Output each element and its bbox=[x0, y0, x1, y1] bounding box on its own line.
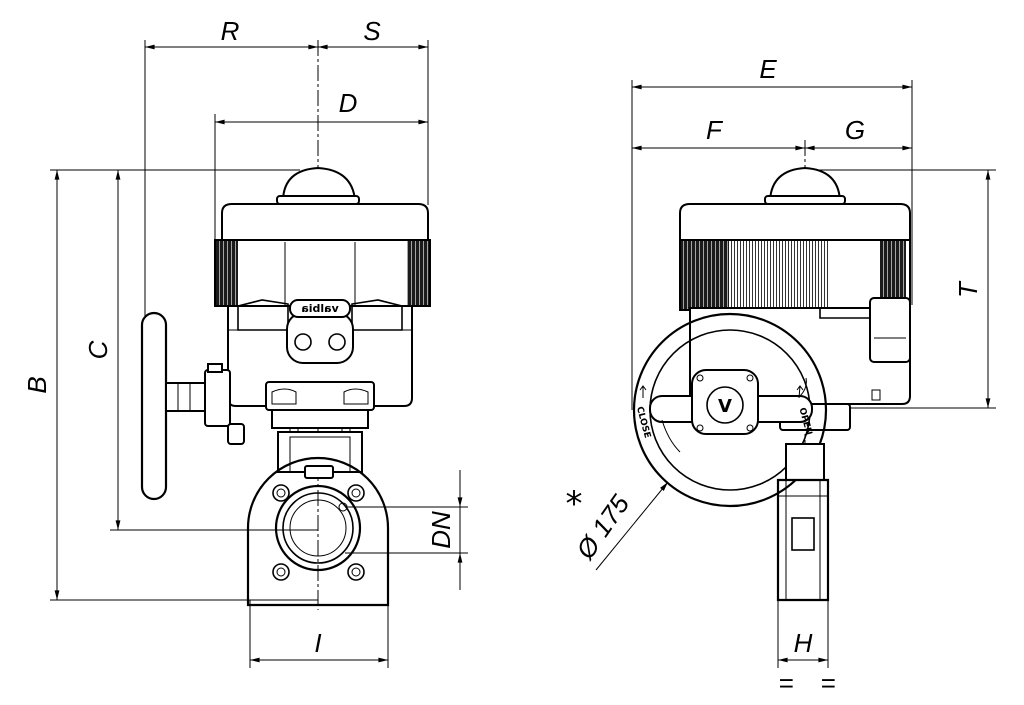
side-handwheel: V CLOSE OPEN bbox=[632, 312, 828, 508]
spoke-rib-right bbox=[799, 377, 807, 397]
actuator-cover bbox=[221, 203, 429, 243]
hub-logo: V bbox=[718, 396, 732, 417]
housing-boss-left bbox=[237, 299, 289, 331]
bolt-hole bbox=[272, 484, 290, 502]
dim-label-dn: DN bbox=[426, 511, 456, 549]
bolt-hole-inner bbox=[351, 488, 361, 498]
side-screw bbox=[871, 389, 881, 401]
front-handwheel bbox=[140, 311, 245, 501]
hub-screw bbox=[696, 374, 704, 382]
coupling-plate bbox=[271, 409, 369, 429]
brand-logo: valbia bbox=[301, 302, 338, 315]
bolt-hole bbox=[347, 563, 365, 581]
dim-label-d: D bbox=[339, 88, 358, 118]
dim-label-g: G bbox=[845, 115, 865, 145]
note-mark: * bbox=[566, 484, 583, 524]
cooling-fins-left bbox=[216, 241, 238, 305]
indicator-dome bbox=[281, 166, 357, 201]
equal-mark-left: = bbox=[778, 668, 793, 698]
bolt-hole-inner bbox=[276, 567, 286, 577]
bolt-hole-inner bbox=[351, 567, 361, 577]
valve-stem bbox=[304, 465, 334, 479]
flange-slot-right bbox=[343, 388, 369, 405]
override-lug bbox=[207, 363, 223, 373]
open-arrow-icon bbox=[796, 385, 804, 399]
hub-center bbox=[706, 386, 744, 424]
dim-label-i: I bbox=[314, 628, 321, 658]
dim-label-h: H bbox=[794, 628, 813, 658]
actuator-cover bbox=[679, 203, 911, 243]
dome-rim bbox=[764, 195, 846, 205]
dome-rim bbox=[276, 195, 360, 205]
disc-pin bbox=[338, 502, 348, 512]
override-gearbox bbox=[204, 369, 231, 427]
cooling-fins-right bbox=[407, 241, 429, 305]
dim-label-e: E bbox=[759, 54, 777, 84]
actuator-band bbox=[214, 239, 431, 307]
side-valve-body bbox=[776, 443, 830, 602]
dim-label-b: B bbox=[22, 376, 52, 393]
indicator-dome bbox=[768, 166, 842, 201]
valve-bore-inner bbox=[289, 499, 347, 557]
dim-label-t: T bbox=[953, 280, 983, 298]
hub-screw bbox=[746, 374, 754, 382]
bolt-hole-inner bbox=[276, 488, 286, 498]
side-dimension-labels: E F G T H Ø 175 * = = bbox=[566, 54, 984, 698]
terminal-box bbox=[869, 297, 911, 363]
valve-body-outline bbox=[246, 456, 390, 607]
dim-label-c: C bbox=[83, 340, 113, 359]
front-view: valbia bbox=[22, 16, 468, 668]
side-actuator bbox=[679, 166, 911, 431]
front-extension-lines bbox=[50, 40, 468, 668]
hub-screw bbox=[746, 424, 754, 432]
side-view: V CLOSE OPEN bbox=[566, 54, 996, 698]
cable-entry-left bbox=[294, 333, 312, 351]
cooling-fins-left bbox=[681, 241, 729, 309]
handwheel-hub bbox=[691, 369, 759, 435]
front-valve-body bbox=[246, 456, 390, 607]
bolt-holes bbox=[272, 484, 365, 581]
bolt-hole bbox=[272, 563, 290, 581]
handwheel-shaft bbox=[165, 382, 207, 412]
bolt-hole bbox=[347, 484, 365, 502]
dim-label-f: F bbox=[706, 115, 724, 145]
spoke-rib-left bbox=[661, 419, 681, 453]
valve-bore-mid bbox=[282, 492, 354, 564]
handwheel-rim-edge bbox=[140, 311, 168, 501]
valve-body-side bbox=[776, 478, 830, 602]
handwheel-rim-outer bbox=[632, 312, 828, 508]
dim-label-r: R bbox=[221, 16, 240, 46]
mounting-flange bbox=[265, 381, 375, 411]
diameter-leader bbox=[595, 481, 669, 571]
valve-bore-outer bbox=[274, 484, 362, 572]
housing-boss-right bbox=[351, 299, 403, 331]
dim-label-s: S bbox=[363, 16, 381, 46]
close-arrow-icon bbox=[639, 385, 647, 398]
valve-neck bbox=[785, 443, 825, 481]
cooling-fins-center bbox=[730, 241, 830, 309]
side-dimension-lines bbox=[595, 84, 991, 663]
equal-mark-right: = bbox=[820, 668, 835, 698]
brand-logo-badge bbox=[289, 299, 351, 318]
cable-entry-right bbox=[328, 333, 346, 351]
hub-screw bbox=[696, 424, 704, 432]
valve-disc-edge bbox=[791, 517, 815, 551]
front-dimension-labels: R S D B C DN I bbox=[22, 16, 456, 658]
override-knob bbox=[227, 423, 245, 445]
housing-step bbox=[819, 308, 870, 319]
side-extension-lines bbox=[631, 80, 996, 668]
front-actuator: valbia bbox=[214, 166, 431, 479]
flange-slot-left bbox=[271, 388, 297, 405]
front-dimension-lines bbox=[54, 44, 463, 663]
